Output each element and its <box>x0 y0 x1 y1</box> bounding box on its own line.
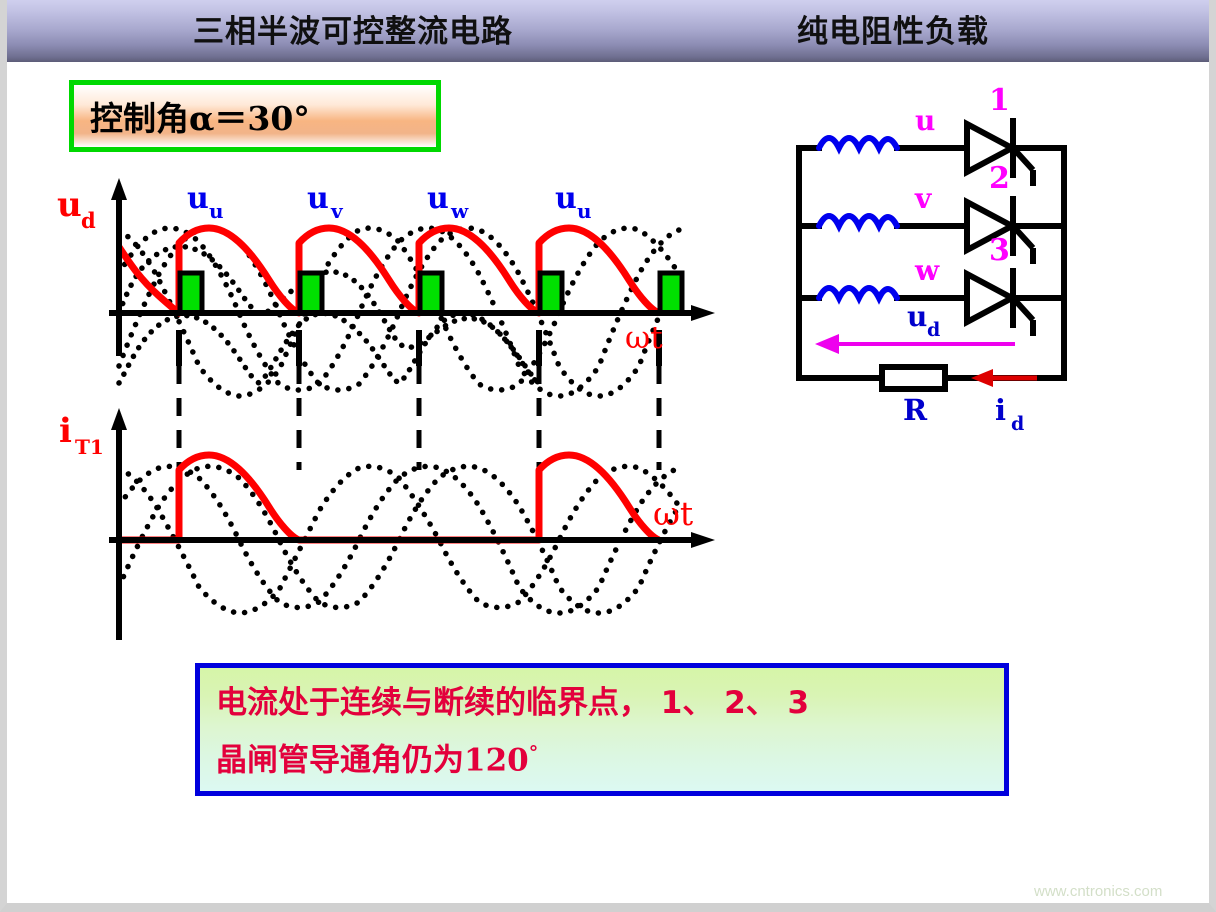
phase-label-uu-2: u <box>555 181 577 216</box>
circuit-ud-label-sub: d <box>927 319 940 341</box>
ud-curve <box>116 224 661 317</box>
circuit-id-label-sub: d <box>1011 413 1024 435</box>
resistor-label: R <box>903 393 928 427</box>
control-angle-box: 控制角α＝30° <box>69 80 441 152</box>
phase-label-uw: u <box>427 181 449 216</box>
page-title: 三相半波可控整流电路 <box>193 14 513 50</box>
thyristor-number-2: 2 <box>989 161 1010 196</box>
circuit-wires <box>796 145 1067 381</box>
phase-label-uw-sub: w <box>450 199 469 223</box>
phase-label-uv: u <box>307 181 329 216</box>
it1-y-axis-arrowhead <box>111 408 127 430</box>
note-line-2-prefix: 晶闸管导通角仍为 <box>216 742 464 779</box>
ud-axis-label-sub: d <box>81 208 96 233</box>
ud-y-axis-arrowhead <box>111 178 127 200</box>
inductor-coil-w <box>816 285 900 305</box>
phase-label-uu-2-sub: u <box>577 199 592 223</box>
inductor-coil-v <box>816 213 900 233</box>
phase-label-uv-sub: v <box>330 199 344 223</box>
it1-axis-arrowhead <box>691 532 715 548</box>
id-arrow <box>971 369 1037 387</box>
phase-sine-curves-top <box>116 243 542 387</box>
note-line-1: 电流处于连续与断续的临界点， 1、 2、 3 <box>216 685 810 721</box>
slide-header: 三相半波可控整流电路 纯电阻性负载 <box>7 0 1209 62</box>
page-subtitle: 纯电阻性负载 <box>797 14 989 50</box>
timing-guide-lines <box>176 366 662 470</box>
site-watermark: www.cntronics.com <box>1034 883 1163 900</box>
it1-chart-group: i T1 ωt <box>59 408 715 640</box>
inductor-coil-u <box>816 135 900 155</box>
ud-axis-label: u <box>57 185 82 225</box>
inductor-coils <box>816 135 900 305</box>
it1-x-axis-label: ωt <box>653 494 693 533</box>
firing-ticks-top <box>176 330 662 366</box>
note-line-2-degree: ° <box>528 742 539 764</box>
phase-sine-overlay-top <box>116 225 682 399</box>
ud-arrow <box>815 334 1015 354</box>
thyristor-1[interactable] <box>964 118 1036 186</box>
phase-label-v: v <box>914 182 932 215</box>
circuit-diagram: u v w 1 2 3 u d R i d <box>796 86 1067 435</box>
phase-label-u: u <box>915 104 935 137</box>
note-line-2-number: 120 <box>464 742 529 779</box>
gate-pulses-top <box>177 270 685 316</box>
it1-axis-label-sub: T1 <box>75 435 104 459</box>
thyristor-3[interactable] <box>964 268 1036 336</box>
ud-x-axis-label: ωt <box>625 320 663 356</box>
thyristor-number-1: 1 <box>989 86 1010 118</box>
resistor-symbol <box>879 364 948 392</box>
thyristor-2[interactable] <box>964 196 1036 264</box>
circuit-ud-label: u <box>907 300 927 333</box>
it1-curve <box>119 451 661 544</box>
phase-label-uu-1-sub: u <box>209 199 224 223</box>
circuit-id-label: i <box>995 393 1006 427</box>
waveform-chart: u d u u u v u w u u ωt <box>57 178 715 640</box>
control-angle-label: 控制角α＝30° <box>90 99 310 138</box>
phase-label-uu-1: u <box>187 181 209 216</box>
ud-axis-arrowhead <box>691 305 715 321</box>
note-line-2: 晶闸管导通角仍为120° <box>216 728 1004 785</box>
phase-label-w: w <box>914 254 940 287</box>
note-box: 电流处于连续与断续的临界点， 1、 2、 3 晶闸管导通角仍为120° <box>195 663 1009 796</box>
it1-axis-label: i <box>59 411 72 451</box>
thyristor-number-3: 3 <box>989 233 1010 268</box>
ud-chart-group: u d u u u v u w u u ωt <box>57 178 715 399</box>
